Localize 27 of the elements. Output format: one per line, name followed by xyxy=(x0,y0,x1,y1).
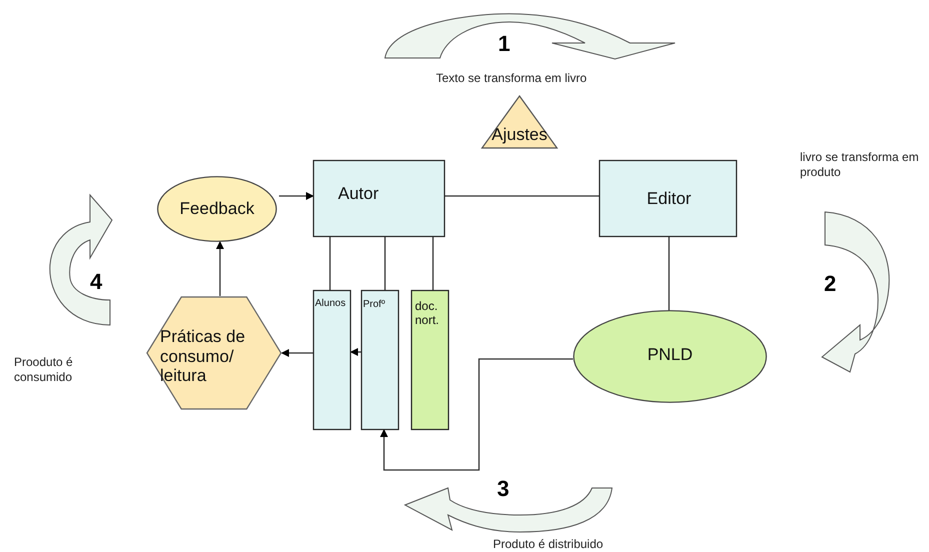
node-label: Alunos xyxy=(315,298,347,310)
connector-line xyxy=(432,237,434,290)
node-label: PNLD xyxy=(646,345,694,365)
node-label: Feedback xyxy=(178,199,256,219)
connector-line xyxy=(445,195,599,197)
arrow xyxy=(216,241,224,296)
connector-line xyxy=(668,237,670,311)
step-number: 3 xyxy=(497,475,510,502)
step-caption: Prooduto é consumido xyxy=(14,355,74,385)
node-label: Práticas de consumo/ leitura xyxy=(160,327,246,386)
node-label: Editor xyxy=(646,189,692,209)
step-number: 4 xyxy=(90,268,104,296)
step-caption: livro se transforma em produto xyxy=(800,150,920,180)
arrow xyxy=(350,348,361,356)
node-label: Ajustes xyxy=(490,125,548,145)
arrow xyxy=(281,349,313,357)
connector-line xyxy=(384,237,386,290)
node-label: Profº xyxy=(363,299,386,310)
arrow xyxy=(279,192,314,200)
step-caption: Produto é distribuido xyxy=(493,537,604,552)
node-label: Autor xyxy=(338,184,380,204)
connector-line xyxy=(329,237,331,290)
step-caption: Texto se transforma em livro xyxy=(436,71,588,86)
node-label: doc. nort. xyxy=(415,300,440,328)
step-number: 2 xyxy=(824,270,838,298)
arrow xyxy=(380,358,573,471)
step-number: 1 xyxy=(498,30,512,58)
